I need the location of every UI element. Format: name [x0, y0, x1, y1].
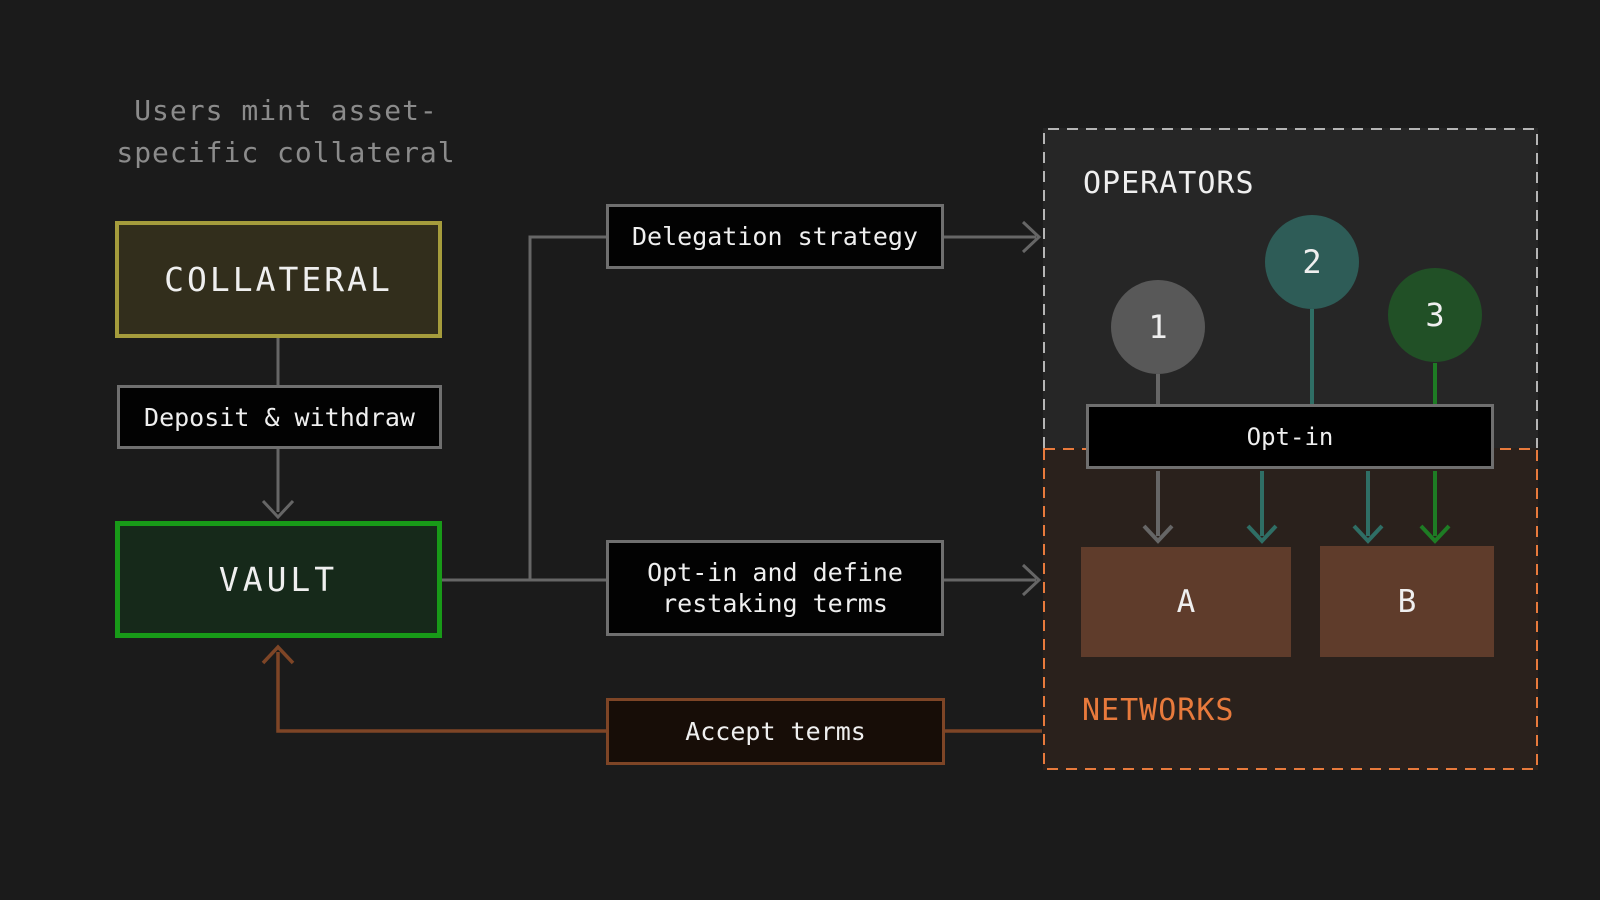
network-a-label: A: [1176, 584, 1196, 620]
arrowhead-teal-into-b-icon: [1352, 524, 1384, 544]
optin-define-line-2: restaking terms: [662, 589, 888, 618]
caption: Users mint asset- specific collateral: [90, 90, 482, 174]
caption-line-2: specific collateral: [116, 136, 456, 169]
line-branch-to-delegation: [528, 235, 606, 580]
arrowhead-brown-into-vault-icon: [261, 644, 295, 665]
line-accept-to-vault: [276, 652, 606, 733]
operator-circle-1: 1: [1111, 280, 1205, 374]
operator-circle-2: 2: [1265, 215, 1359, 309]
arrowhead-into-networks-icon: [1021, 563, 1042, 597]
collateral-node: COLLATERAL: [115, 221, 442, 338]
operator-circle-3: 3: [1388, 268, 1482, 362]
accept-terms-connectors: [261, 644, 1042, 733]
arrowhead-gray-into-a-icon: [1142, 524, 1174, 544]
network-b-label: B: [1397, 583, 1417, 620]
caption-line-1: Users mint asset-: [134, 94, 438, 127]
operator-1-label: 1: [1148, 308, 1168, 346]
accept-terms-node: Accept terms: [606, 698, 945, 765]
deposit-withdraw-node: Deposit & withdraw: [117, 385, 442, 449]
operator2-connectors: [1246, 309, 1384, 544]
networks-title: NETWORKS: [1082, 693, 1235, 728]
operators-dashed-border: [1043, 128, 1538, 448]
delegation-strategy-node: Delegation strategy: [606, 204, 944, 269]
accept-terms-label: Accept terms: [685, 717, 866, 746]
operator1-connectors: [1142, 374, 1174, 544]
arrowhead-teal-into-a-icon: [1246, 524, 1278, 544]
vault-node: VAULT: [115, 521, 442, 638]
optin-define-node: Opt-in and define restaking terms: [606, 540, 944, 636]
network-a-node: A: [1081, 547, 1291, 657]
collateral-label: COLLATERAL: [164, 260, 393, 299]
network-b-node: B: [1320, 546, 1494, 657]
optin-define-line-1: Opt-in and define: [647, 558, 903, 587]
arrowhead-green-into-b-icon: [1419, 524, 1451, 544]
opt-in-label: Opt-in: [1246, 422, 1334, 451]
vault-label: VAULT: [218, 560, 339, 599]
gray-connectors: [261, 220, 1042, 597]
deposit-withdraw-label: Deposit & withdraw: [144, 402, 415, 432]
operator-3-label: 3: [1425, 296, 1445, 334]
opt-in-node: Opt-in: [1086, 404, 1494, 469]
delegation-strategy-label: Delegation strategy: [632, 222, 918, 251]
operator-2-label: 2: [1302, 243, 1322, 281]
arrowhead-into-vault-icon: [261, 499, 295, 520]
operators-title: OPERATORS: [1083, 166, 1255, 201]
operator3-connectors: [1419, 363, 1451, 544]
arrowhead-into-operators-icon: [1021, 220, 1042, 254]
